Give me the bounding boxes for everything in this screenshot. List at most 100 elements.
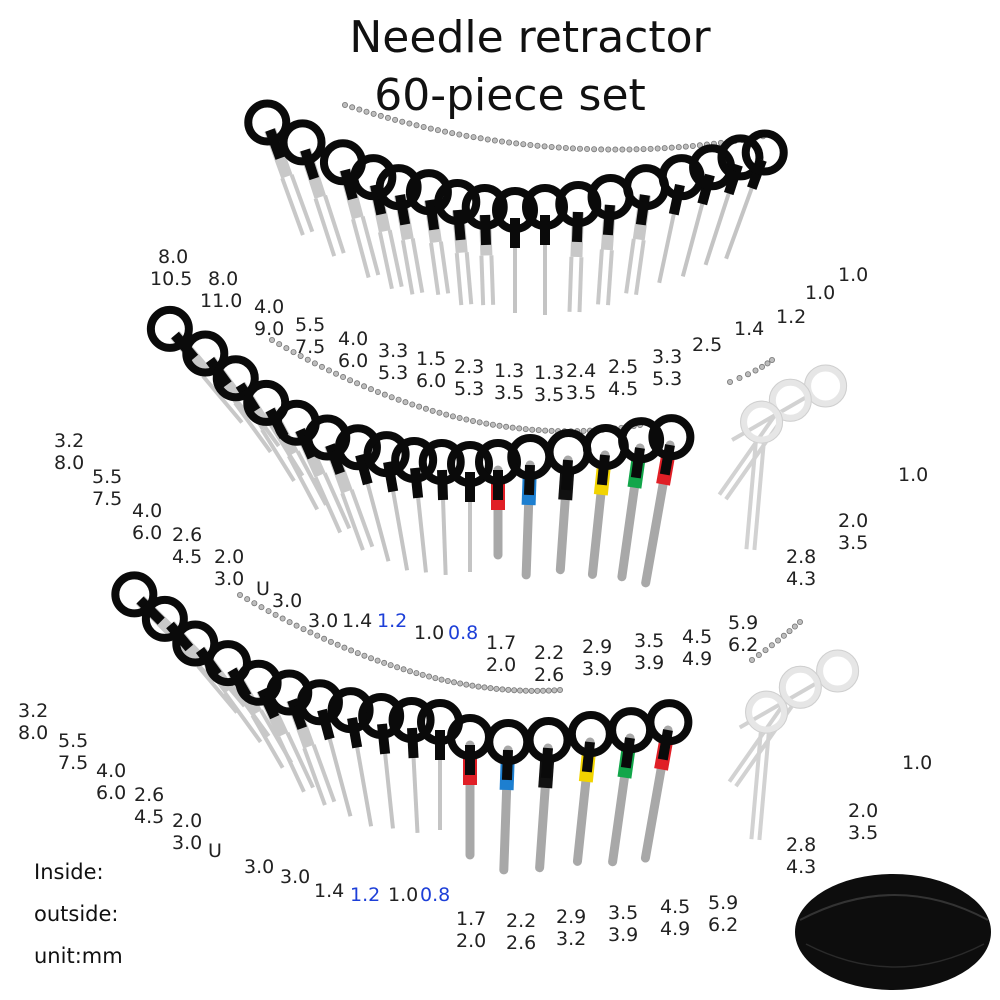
tool-pin xyxy=(387,229,404,288)
tool-ring xyxy=(375,164,422,211)
chain-bead xyxy=(321,635,328,642)
tool-pin xyxy=(323,194,346,254)
chain-bead xyxy=(286,619,293,626)
size-label: 2.3 xyxy=(454,356,485,378)
size-label: 5.5 xyxy=(58,730,89,752)
tool-ring xyxy=(778,665,822,709)
chain-bead xyxy=(354,650,361,657)
title-line-1: Needle retractor xyxy=(349,12,711,63)
size-label: 2.6 xyxy=(172,524,203,546)
tool-pin xyxy=(201,374,244,424)
size-label: 2.6 xyxy=(134,784,165,806)
chain-bead xyxy=(491,137,498,144)
size-label: 1.2 xyxy=(776,306,807,328)
chain-bead xyxy=(244,596,251,603)
size-label: 5.5 xyxy=(295,314,326,336)
chain-bead xyxy=(487,685,494,692)
size-label: 2.8 xyxy=(786,834,817,856)
chain-bead xyxy=(580,427,587,434)
size-label: 3.0 xyxy=(244,856,275,878)
tool-handle xyxy=(747,158,767,190)
chain-bead xyxy=(584,146,591,153)
chain-bead xyxy=(314,632,321,639)
tool-ring xyxy=(363,431,410,478)
tool-handle xyxy=(377,723,391,755)
chain-bead xyxy=(449,130,456,137)
size-label: 9.0 xyxy=(254,318,285,340)
chain-bead xyxy=(661,145,668,152)
tool-ring xyxy=(388,697,435,744)
size-label: 2.0 xyxy=(456,930,487,952)
size-label: 1.4 xyxy=(314,880,345,902)
chain-bead xyxy=(759,363,766,370)
tool-pin xyxy=(400,239,415,295)
tool-pin xyxy=(196,664,239,714)
chain-bead xyxy=(381,659,388,666)
tool-ring xyxy=(741,129,788,176)
tool-ring xyxy=(141,595,188,642)
size-label: 6.0 xyxy=(338,350,369,372)
size-label: 2.2 xyxy=(506,910,537,932)
chain-bead xyxy=(509,424,516,431)
tool-pin xyxy=(223,691,263,744)
chain-bead xyxy=(682,143,689,150)
chain-bead xyxy=(527,142,534,149)
size-label: 2.2 xyxy=(534,642,565,664)
chain-bead xyxy=(752,367,759,374)
chain-bead xyxy=(429,407,436,414)
chain-bead xyxy=(388,394,395,401)
tool-pin xyxy=(360,216,381,276)
size-label: 0.8 xyxy=(448,622,479,644)
chain-bead xyxy=(402,399,409,406)
chain-bead xyxy=(251,600,258,607)
chain-bead xyxy=(605,146,612,153)
size-label: 6.0 xyxy=(416,370,447,392)
size-label: 3.2 xyxy=(54,430,85,452)
size-label: 2.0 xyxy=(848,800,879,822)
size-label: 3.5 xyxy=(848,822,879,844)
chain-bead xyxy=(517,687,524,694)
chain-bead xyxy=(341,102,348,109)
chain-bead xyxy=(548,427,555,434)
tool-pin xyxy=(410,238,425,293)
chain-bead xyxy=(503,423,510,430)
chain-bead xyxy=(420,123,427,130)
chain-bead xyxy=(476,419,483,426)
size-label: 3.0 xyxy=(214,568,245,590)
tool-pin xyxy=(757,730,771,841)
chain-bead xyxy=(520,141,527,148)
size-label: 3.9 xyxy=(608,924,639,946)
tool-pin xyxy=(302,747,327,806)
chain-bead xyxy=(529,426,536,433)
chain-bead xyxy=(654,145,661,152)
tool-pin xyxy=(634,239,646,296)
chain-bead xyxy=(436,409,443,416)
chain-bead xyxy=(304,356,311,363)
chain-bead xyxy=(633,146,640,153)
chain-bead xyxy=(749,657,756,664)
chain-bead xyxy=(745,371,752,378)
chain-bead xyxy=(470,134,477,141)
size-label: 1.7 xyxy=(486,632,517,654)
tool-pin xyxy=(250,714,285,769)
chain-bead xyxy=(528,687,535,694)
case-zipper xyxy=(799,894,989,921)
size-label: 1.7 xyxy=(456,908,487,930)
size-label: 6.2 xyxy=(728,634,759,656)
chain-bead xyxy=(555,144,562,151)
tool-pin xyxy=(752,440,766,551)
chain-bead xyxy=(640,146,647,153)
chain-bead xyxy=(333,370,340,377)
chain-bead xyxy=(768,642,775,649)
chain-bead xyxy=(265,608,272,615)
chain-bead xyxy=(791,623,798,630)
chain-bead xyxy=(755,652,762,659)
tool-ring xyxy=(745,690,789,734)
size-label: U xyxy=(208,840,222,862)
size-label: 4.0 xyxy=(96,760,127,782)
chain-bead xyxy=(406,668,413,675)
chain-bead xyxy=(374,657,381,664)
tool-pin xyxy=(233,401,273,454)
size-label: 3.9 xyxy=(582,658,613,680)
tool-handle xyxy=(596,454,610,486)
